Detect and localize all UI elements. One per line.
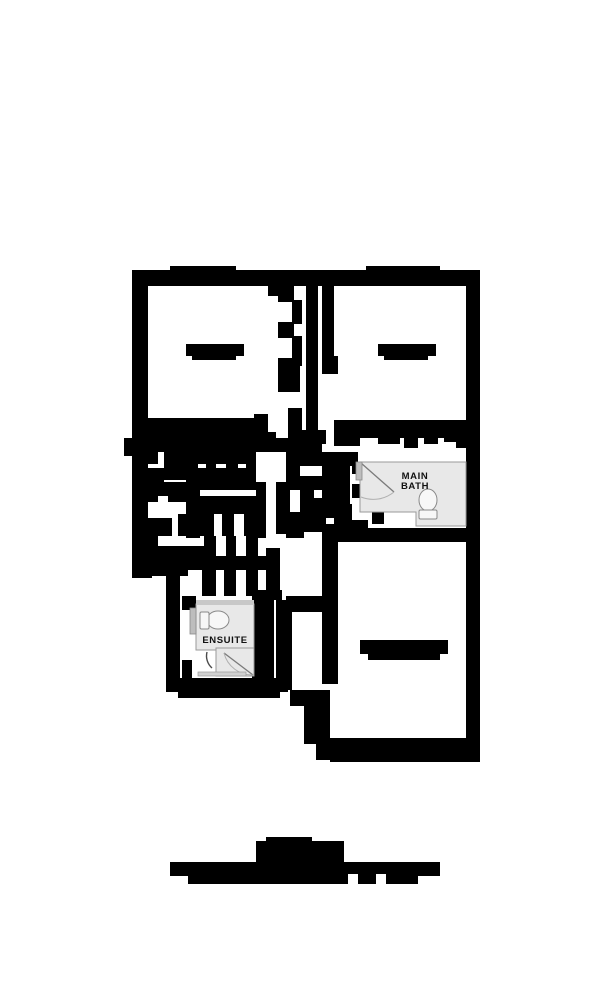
ensuite-vanity-icon [197, 671, 247, 677]
room-label-main-bath-line2: BATH [400, 480, 430, 492]
main-bath-door-jamb [355, 461, 363, 481]
room-label-main-bath-line1: MAIN [401, 471, 429, 482]
toilet-bowl-icon [206, 610, 230, 630]
main-bath-door-swing [360, 491, 395, 500]
room-ensuite[interactable] [189, 600, 255, 677]
ensuite-door-swing [223, 652, 254, 676]
main-bath-door-leaf [360, 462, 395, 493]
caption-gap-1 [348, 874, 358, 884]
ensuite-door-swing-2 [205, 651, 213, 669]
ensuite-door-leaf [223, 652, 254, 676]
redacted-label-upper-right [378, 344, 436, 356]
caption-redact-bottom [188, 874, 418, 884]
caption-redact-mid [170, 862, 440, 876]
caption-gap-2 [376, 874, 386, 884]
toilet-bowl-icon [418, 488, 438, 512]
toilet-tank-icon [199, 611, 210, 630]
room-label-ensuite: ENSUITE [192, 636, 258, 646]
toilet-tank-icon [418, 509, 438, 520]
caption-redact-top [256, 841, 344, 863]
redacted-label-lower-right [360, 640, 448, 654]
room-label-main-bath: MAIN BATH [386, 472, 444, 492]
room-main-bath[interactable] [355, 461, 467, 527]
ensuite-door-jamb [189, 607, 197, 635]
ensuite-top-trim [196, 600, 254, 605]
main-bath-floor [359, 461, 467, 527]
redacted-label-upper-left [186, 344, 244, 356]
wall-mass [124, 266, 480, 762]
room-label-ensuite-line1: ENSUITE [202, 635, 248, 646]
caption-redacted [170, 837, 440, 884]
redacted-labels [186, 344, 448, 660]
